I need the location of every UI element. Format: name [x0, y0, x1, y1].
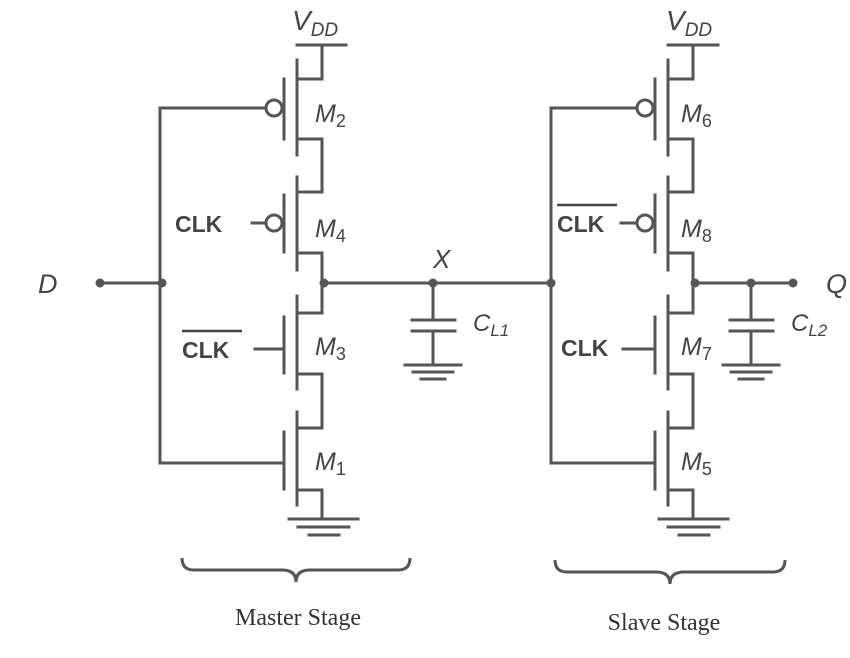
label-m8: M8 — [681, 215, 712, 246]
transistor-m5: M5 — [549, 410, 712, 507]
label-m3: M3 — [315, 333, 346, 364]
node-x-label: X — [432, 244, 452, 274]
label-m7: M7 — [681, 333, 712, 364]
brace-master — [180, 557, 412, 583]
slave-stage: VDD M6 CLK M8 — [549, 5, 847, 636]
clk-bar-label-m8: CLK — [557, 211, 605, 237]
clk-label-m4: CLK — [175, 211, 223, 237]
label-m6: M6 — [681, 100, 712, 131]
ground-master — [287, 517, 360, 537]
vdd-label-master: VDD — [292, 5, 338, 41]
input-d-label: D — [38, 269, 58, 299]
master-stage: VDD M2 CLK M4 — [38, 5, 556, 631]
transistor-m2: M2 — [158, 58, 346, 157]
label-cl1: CL1 — [473, 310, 509, 340]
ground-slave — [657, 517, 730, 537]
label-m1: M1 — [315, 448, 346, 479]
vdd-label-slave: VDD — [666, 5, 712, 41]
clk-bar-label-m3: CLK — [182, 337, 230, 363]
transistor-m1: M1 — [158, 410, 346, 507]
transistor-m7: CLK M7 — [561, 294, 712, 391]
label-m4: M4 — [315, 215, 346, 246]
master-stage-label: Master Stage — [235, 605, 361, 631]
transistor-m3: CLK M3 — [182, 294, 346, 391]
slave-stage-label: Slave Stage — [608, 610, 721, 636]
transistor-m4: CLK M4 — [175, 175, 346, 272]
clk-label-m7: CLK — [561, 335, 609, 361]
input-d-terminal — [95, 278, 105, 288]
brace-slave — [553, 559, 787, 585]
label-m5: M5 — [681, 448, 712, 479]
output-q-label: Q — [826, 269, 847, 299]
output-q-terminal — [788, 278, 798, 288]
capacitor-cl2: CL2 — [721, 281, 828, 381]
transistor-m8: CLK M8 — [557, 175, 712, 272]
label-m2: M2 — [315, 100, 346, 131]
transistor-m6: M6 — [549, 58, 712, 157]
capacitor-cl1: CL1 — [403, 281, 509, 381]
label-cl2: CL2 — [791, 310, 828, 340]
